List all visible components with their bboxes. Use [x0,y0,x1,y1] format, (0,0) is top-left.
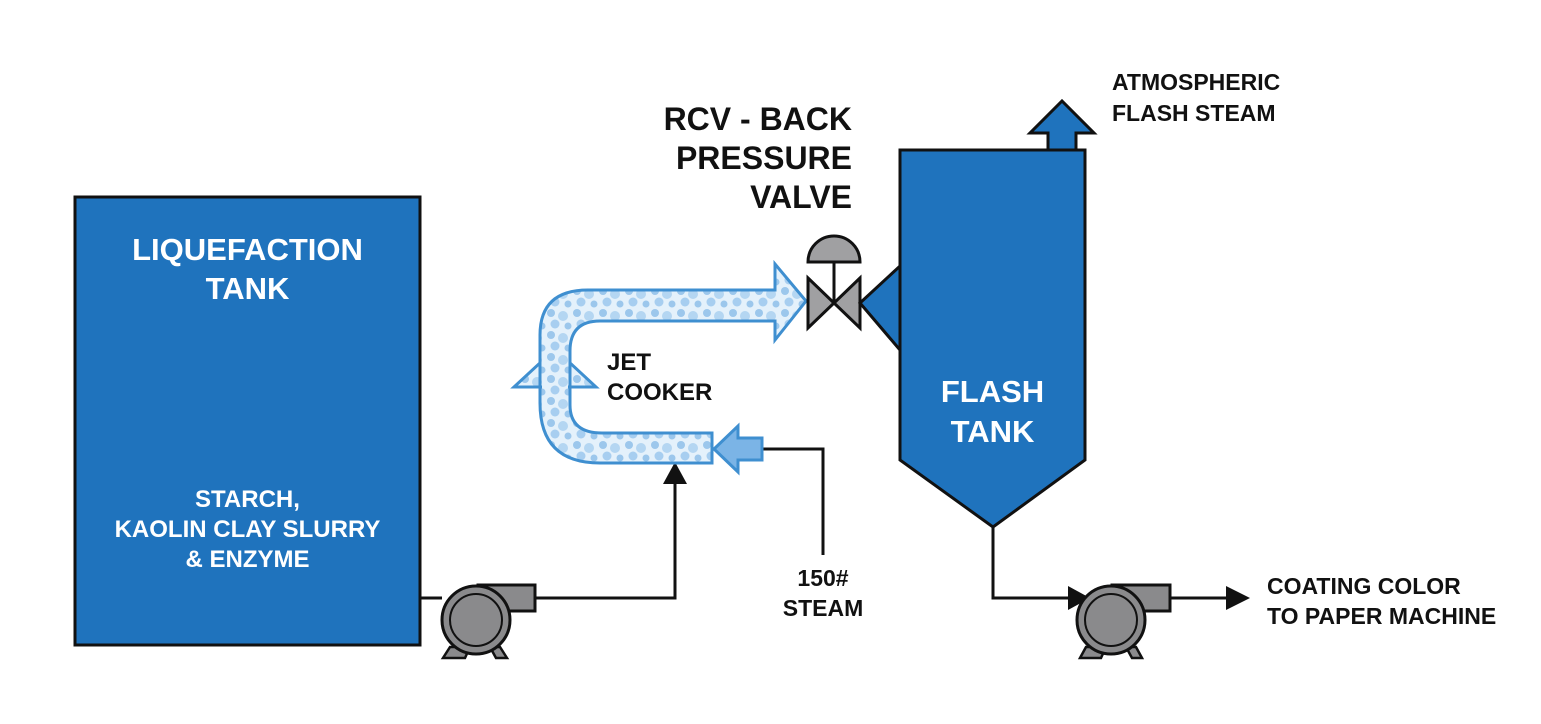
steam-inlet-arrow [711,422,764,476]
flash-steam-arrow [1026,98,1098,154]
steam-supply-label: 150# STEAM [782,565,864,621]
liquefaction-tank [73,195,422,647]
liquefaction-tank-label: LIQUEFACTION TANK [132,232,363,306]
steam-line [762,447,825,555]
flash-tank-label: FLASH TANK [940,374,1045,449]
flash-steam-label: ATMOSPHERIC FLASH STEAM [1112,69,1281,126]
outlet-pump [1075,583,1172,660]
back-pressure-valve [806,234,862,332]
valve-label: RCV - BACK PRESSURE VALVE [663,101,852,215]
flash-tank [898,148,1087,529]
feed-pump [440,583,537,660]
outlet-pipe [991,527,1228,600]
flash-tank-inlet [857,262,902,355]
feed-arrowhead [663,462,687,484]
jet-cooker-label: JET COOKER [607,349,713,406]
feed-pipe [420,482,677,600]
jet-cooker-pipe [510,259,808,465]
tank-contents-label: STARCH, KAOLIN CLAY SLURRY & ENZYME [114,486,381,573]
outlet-arrowhead [1226,586,1250,610]
output-label: COATING COLOR TO PAPER MACHINE [1267,573,1497,629]
outlet-pump-arrowhead [1068,586,1090,610]
